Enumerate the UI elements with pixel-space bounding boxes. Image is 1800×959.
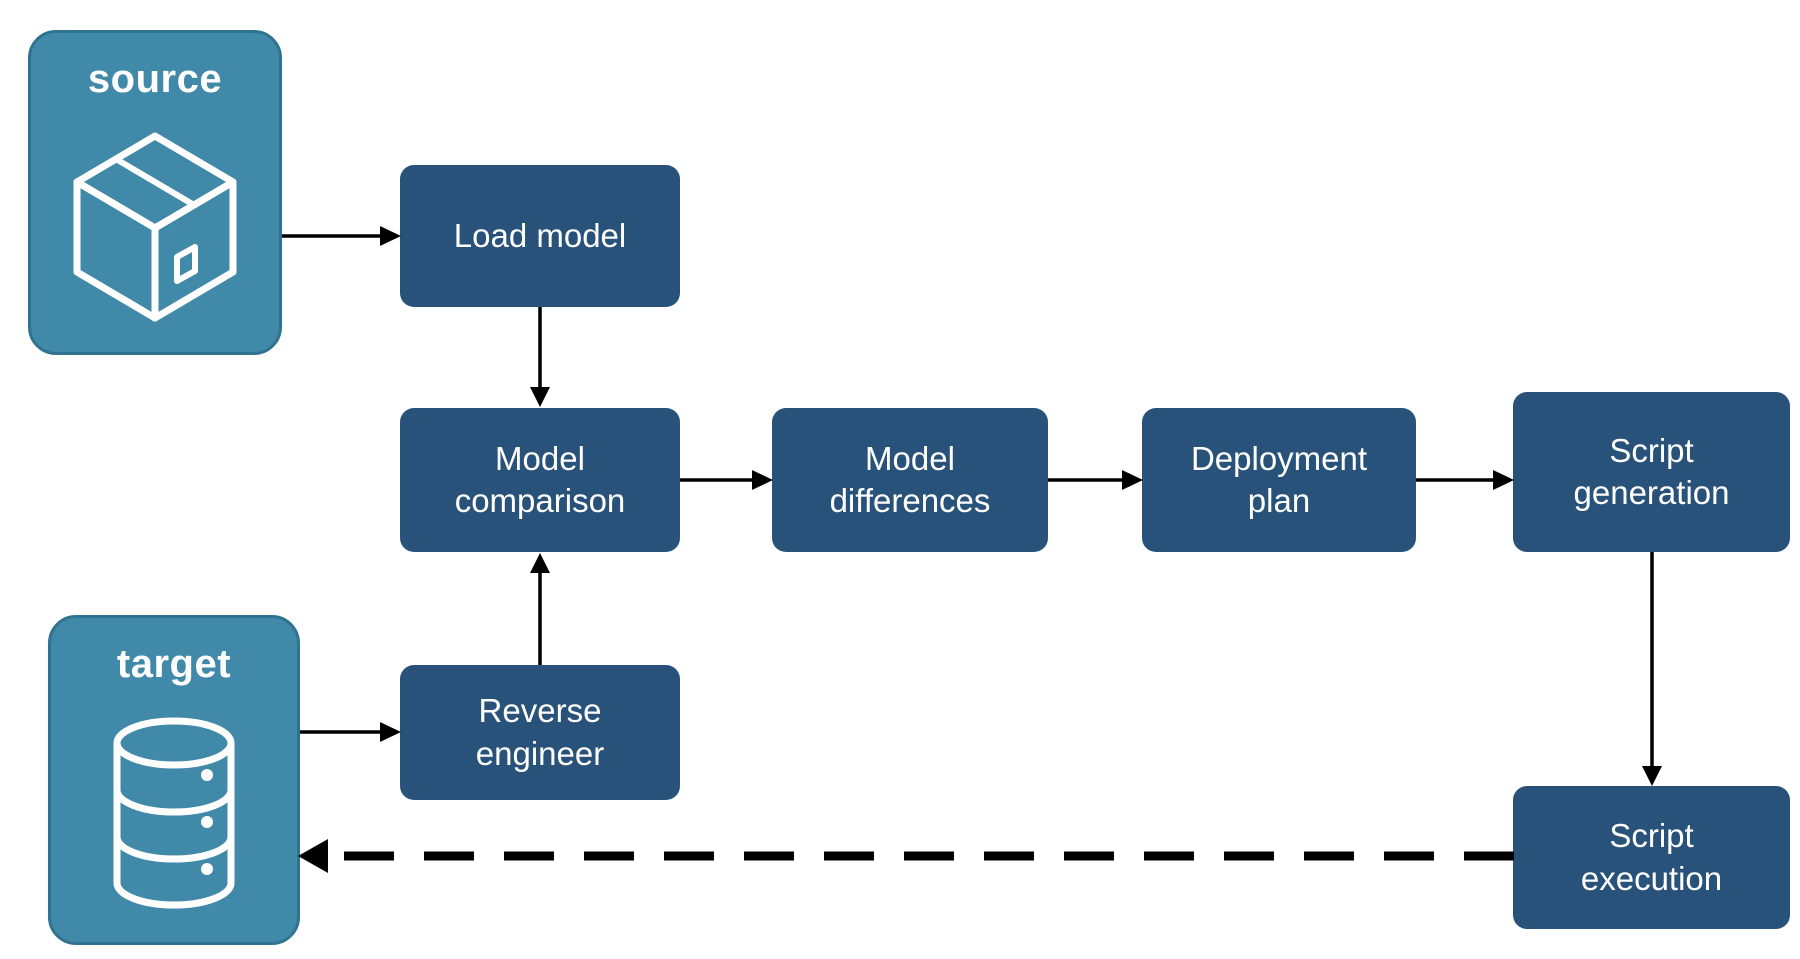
database-cylinder-icon [51,684,297,942]
connector-script-execution-to-target [296,836,1516,876]
endpoint-target-label: target [116,642,232,686]
connector-model-differences-to-deployment-plan [1048,462,1144,498]
process-deployment-plan[interactable]: Deployment plan [1142,408,1416,552]
process-model-comparison[interactable]: Model comparison [400,408,680,552]
process-script-execution[interactable]: Script execution [1513,786,1790,929]
endpoint-source[interactable]: source [28,30,282,355]
connector-source-to-load-model [282,218,402,254]
connector-script-generation-to-script-execution [1634,552,1670,788]
endpoint-source-label: source [87,57,223,101]
connector-model-comparison-to-model-differences [680,462,774,498]
package-box-icon [31,99,279,352]
connector-load-model-to-model-comparison [522,307,558,408]
connector-target-to-reverse-engineer [300,714,402,750]
process-script-generation[interactable]: Script generation [1513,392,1790,552]
endpoint-target[interactable]: target [48,615,300,945]
connector-reverse-engineer-to-model-comparison [522,552,558,665]
process-load-model[interactable]: Load model [400,165,680,307]
process-reverse-engineer[interactable]: Reverse engineer [400,665,680,800]
connector-deployment-plan-to-script-generation [1416,462,1515,498]
process-model-differences[interactable]: Model differences [772,408,1048,552]
